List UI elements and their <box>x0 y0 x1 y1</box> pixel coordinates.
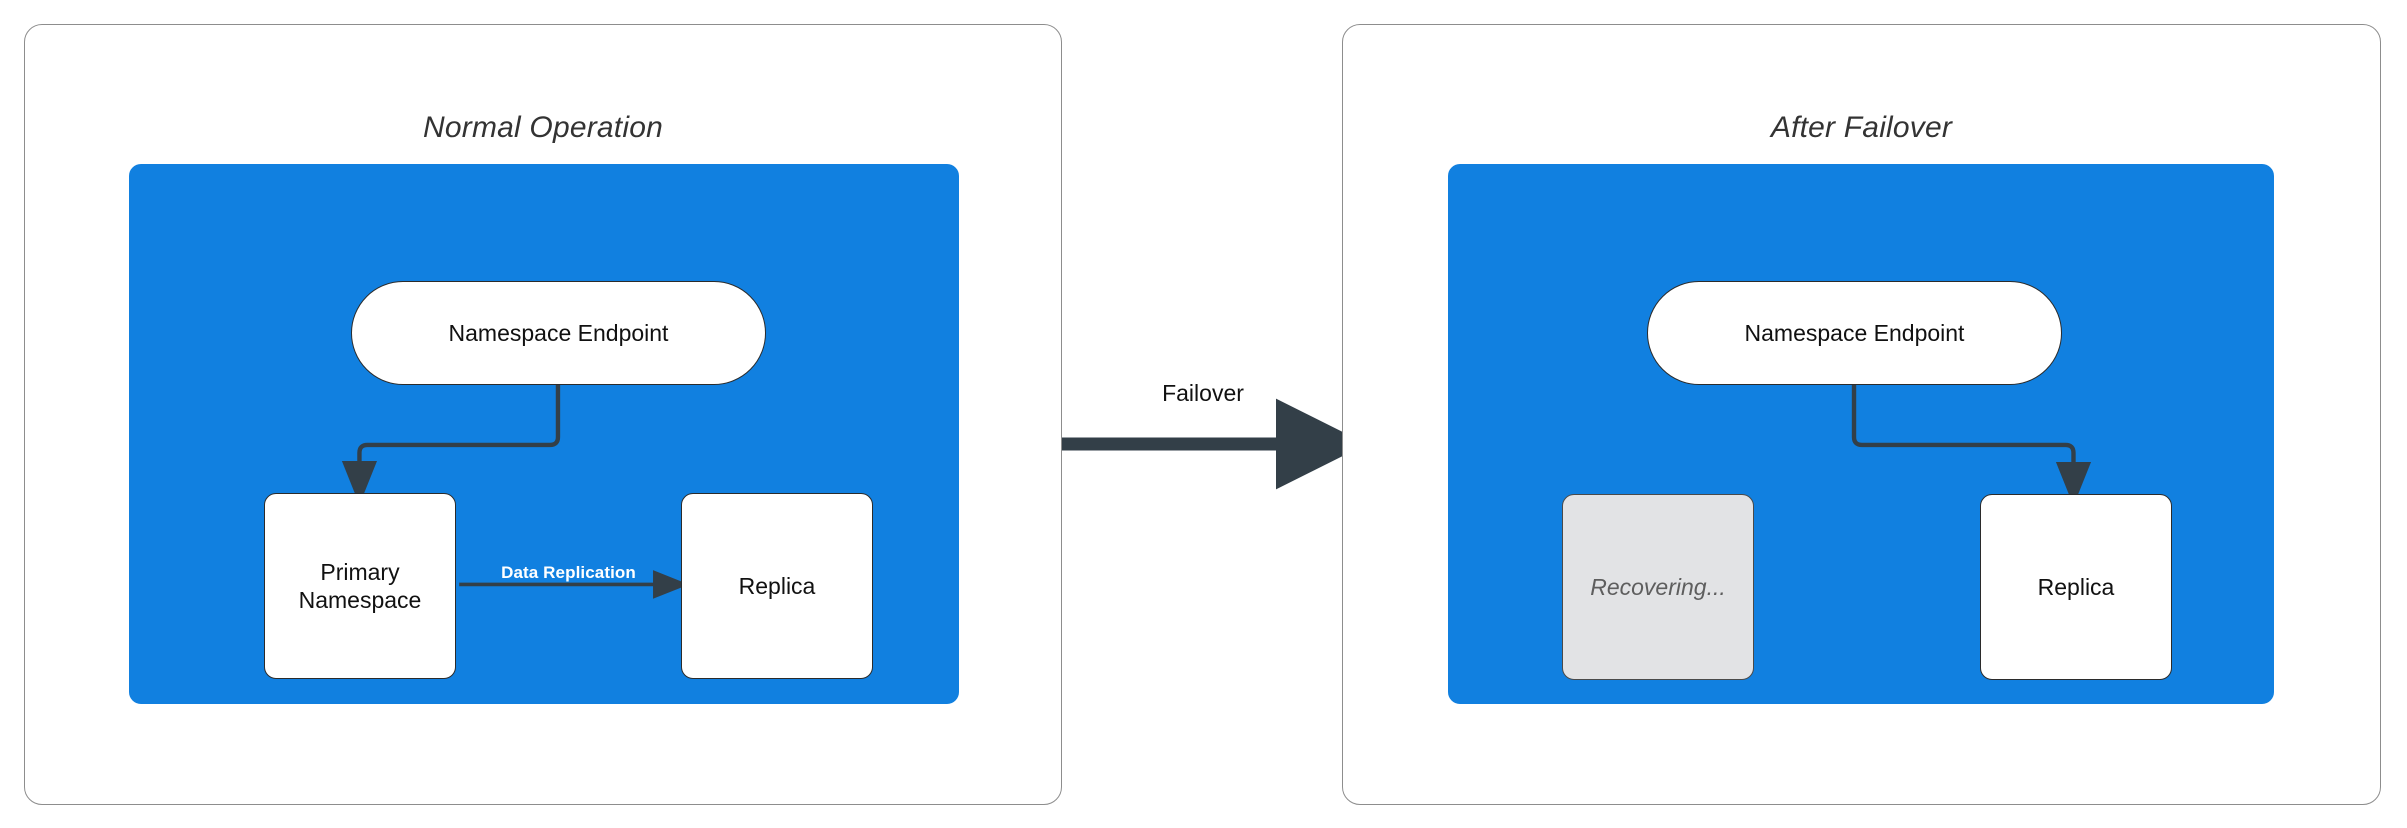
node-primary-namespace[interactable]: Primary Namespace <box>264 493 456 679</box>
node-label: Primary Namespace <box>299 558 422 614</box>
node-label: Namespace Endpoint <box>1744 319 1965 346</box>
node-namespace-endpoint-left[interactable]: Namespace Endpoint <box>351 281 766 385</box>
node-label: Replica <box>738 572 816 599</box>
panel-title-normal-operation: Normal Operation <box>423 111 663 144</box>
node-label-line-1: Primary <box>320 558 400 585</box>
node-namespace-endpoint-right[interactable]: Namespace Endpoint <box>1647 281 2062 385</box>
edge-label-data-replication: Data Replication <box>501 563 636 582</box>
node-replica-left[interactable]: Replica <box>681 493 873 679</box>
panel-title-after-failover: After Failover <box>1770 111 1953 144</box>
panel-after-failover: After Failover Namespace Endpoint Recove… <box>1342 24 2381 805</box>
cluster-region-right: Namespace Endpoint Recovering... Replica <box>1448 164 2274 704</box>
node-label: Namespace Endpoint <box>448 319 669 346</box>
cluster-region-left: Namespace Endpoint Primary Namespace Rep… <box>129 164 959 704</box>
node-recovering[interactable]: Recovering... <box>1562 494 1754 680</box>
node-label: Replica <box>2037 573 2115 600</box>
transition-label-failover: Failover <box>1162 380 1244 406</box>
transition-failover: Failover <box>1062 380 1367 490</box>
node-label-line-2: Namespace <box>298 587 422 613</box>
panel-normal-operation: Normal Operation Namesp <box>24 24 1062 805</box>
edge-endpoint-to-primary <box>341 381 561 505</box>
node-replica-right[interactable]: Replica <box>1980 494 2172 680</box>
edge-endpoint-to-replica <box>1851 381 2092 506</box>
node-label: Recovering... <box>1590 573 1726 600</box>
